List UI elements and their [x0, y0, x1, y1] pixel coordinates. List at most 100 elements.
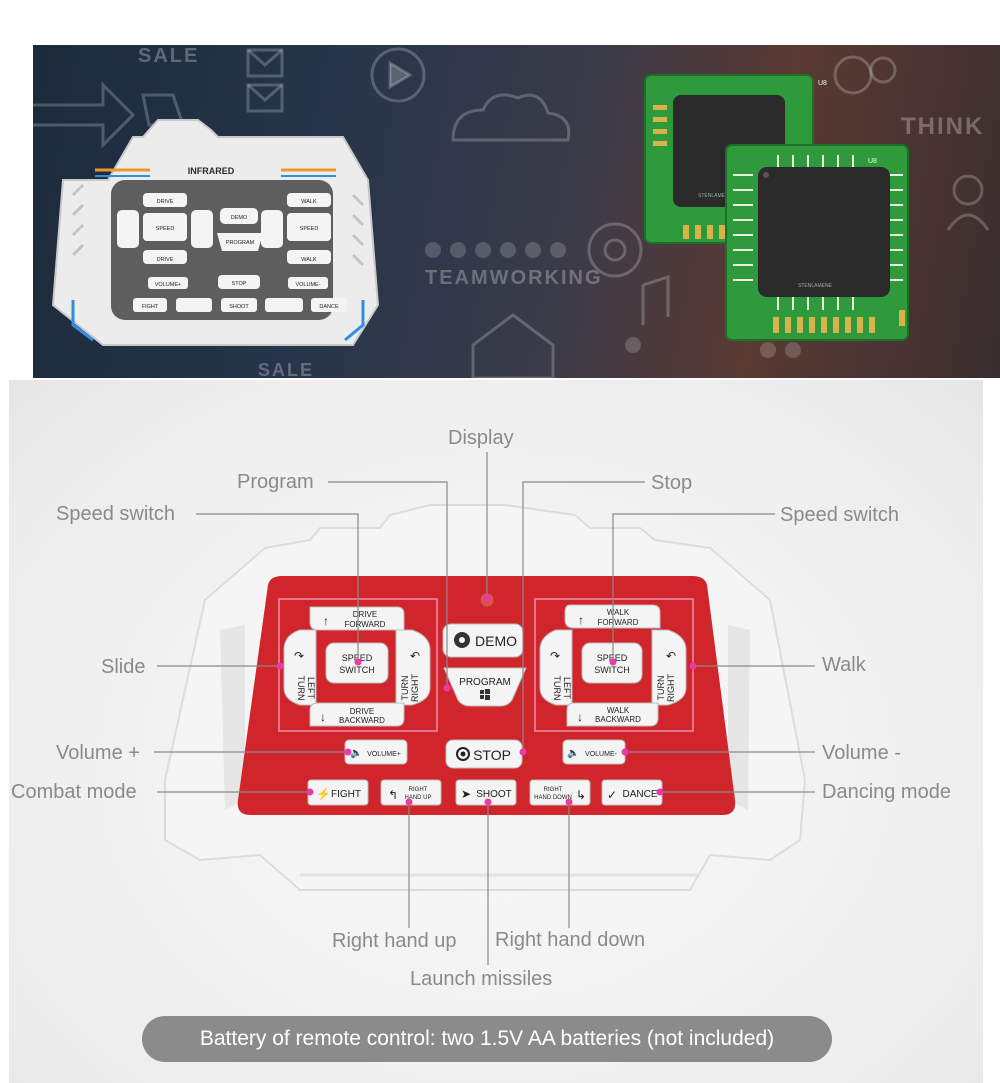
svg-text:↑: ↑	[323, 614, 329, 628]
callout-dots	[276, 594, 697, 806]
label-volume-plus: Volume +	[56, 742, 140, 764]
gear-icon	[833, 55, 873, 95]
chip-code: STENLAMENE	[698, 193, 733, 199]
chip-mark: U8	[868, 158, 877, 165]
svg-text:↑: ↑	[578, 613, 584, 627]
envelope-icon	[246, 48, 284, 78]
label-dancing-mode: Dancing mode	[822, 781, 951, 803]
demo-button[interactable]: DEMO	[442, 623, 524, 658]
label-right-hand-down: Right hand down	[495, 929, 646, 951]
svg-text:TURN: TURN	[400, 676, 410, 701]
svg-text:SPEED: SPEED	[597, 653, 628, 663]
svg-text:↶: ↶	[410, 649, 420, 663]
svg-text:DEMO: DEMO	[475, 633, 517, 649]
svg-text:SWITCH: SWITCH	[339, 665, 375, 675]
svg-text:PROGRAM: PROGRAM	[459, 677, 511, 688]
volume-minus-button[interactable]: 🔈 VOLUME-	[562, 739, 626, 765]
turn-left-walk-button[interactable]: ↷ TURN LEFT	[539, 629, 573, 706]
banner-ghost-word: SALE	[138, 45, 200, 67]
svg-text:RIGHT: RIGHT	[666, 674, 676, 703]
chip-code: STENLAMENE	[798, 283, 833, 289]
svg-text:PROGRAM: PROGRAM	[226, 240, 255, 246]
turn-right-walk-button[interactable]: ↶ TURN RIGHT	[651, 629, 687, 706]
pcb-board-front: U8 STENLAMENE	[725, 144, 909, 341]
label-stop: Stop	[651, 472, 693, 494]
svg-text:FIGHT: FIGHT	[331, 789, 361, 800]
svg-text:TURN: TURN	[656, 676, 666, 701]
program-button[interactable]: PROGRAM	[443, 667, 527, 707]
callout-lines	[154, 452, 815, 965]
svg-text:DRIVE: DRIVE	[353, 610, 377, 619]
svg-text:RIGHT: RIGHT	[410, 674, 420, 703]
envelope-icon	[246, 83, 284, 113]
stop-button[interactable]: STOP	[445, 739, 523, 769]
small-remote: INFRARED D	[51, 119, 380, 346]
svg-text:STOP: STOP	[473, 747, 511, 763]
lightning-icon: ⚡	[316, 787, 331, 801]
hand-up-icon: ↰	[388, 788, 398, 802]
svg-text:DEMO: DEMO	[231, 215, 248, 221]
label-launch-missiles: Launch missiles	[410, 968, 553, 990]
svg-text:↷: ↷	[294, 649, 304, 663]
svg-text:STOP: STOP	[232, 281, 247, 287]
turn-right-button[interactable]: ↶ TURN RIGHT	[395, 629, 431, 706]
svg-text:FORWARD: FORWARD	[598, 618, 639, 627]
battery-note: Battery of remote control: two 1.5V AA b…	[142, 1016, 832, 1062]
svg-text:SPEED: SPEED	[156, 226, 175, 232]
volume-plus-button[interactable]: 🔈 VOLUME+	[344, 739, 408, 765]
gear-icon	[587, 222, 643, 278]
label-right-hand-up: Right hand up	[332, 930, 457, 952]
drive-backward-button[interactable]: ↓ DRIVE BACKWARD	[309, 702, 405, 727]
speaker-icon: 🔈	[350, 748, 362, 759]
svg-text:↶: ↶	[666, 649, 676, 663]
speaker-icon: 🔈	[567, 748, 579, 759]
shoot-button[interactable]: ➤ SHOOT	[455, 779, 517, 806]
svg-text:RIGHT: RIGHT	[544, 787, 563, 793]
person-icon	[952, 174, 984, 206]
svg-text:HAND DOWN: HAND DOWN	[534, 795, 572, 801]
svg-text:HAND UP: HAND UP	[404, 795, 431, 801]
turn-left-button[interactable]: ↷ TURN LEFT	[283, 629, 317, 706]
svg-text:WALK: WALK	[607, 608, 630, 617]
drive-forward-button[interactable]: ↑ DRIVE FORWARD	[309, 606, 405, 631]
svg-text:WALK: WALK	[301, 199, 317, 205]
svg-text:TURN: TURN	[296, 676, 306, 701]
fight-button[interactable]: ⚡ FIGHT	[307, 779, 369, 806]
banner-art: U8 STENLAMENE U8 STENLAMENE	[33, 47, 990, 378]
chip-mark: U8	[818, 80, 827, 87]
label-speed-switch-left: Speed switch	[56, 503, 175, 525]
label-speed-switch-right: Speed switch	[780, 504, 899, 526]
svg-text:↓: ↓	[577, 710, 583, 724]
svg-text:VOLUME+: VOLUME+	[155, 282, 181, 288]
svg-text:DRIVE: DRIVE	[350, 707, 374, 716]
banner-ghost-word: THINK	[901, 113, 985, 140]
label-volume-minus: Volume -	[822, 742, 901, 764]
label-display: Display	[448, 427, 514, 449]
walk-backward-button[interactable]: ↓ WALK BACKWARD	[566, 702, 659, 727]
dance-button[interactable]: ✓ DANCE	[601, 779, 663, 806]
house-icon	[471, 313, 555, 378]
missile-icon: ➤	[461, 787, 471, 801]
arrow-icon	[33, 81, 136, 149]
label-program: Program	[237, 471, 314, 493]
svg-text:LEFT: LEFT	[306, 677, 316, 700]
svg-text:BACKWARD: BACKWARD	[339, 716, 385, 725]
windows-icon	[480, 689, 490, 700]
right-hand-up-button[interactable]: ↰ RIGHT HAND UP	[380, 779, 442, 806]
svg-text:TURN: TURN	[552, 676, 562, 701]
svg-text:DRIVE: DRIVE	[157, 257, 174, 263]
music-icon	[641, 274, 670, 325]
label-combat-mode: Combat mode	[11, 781, 137, 803]
small-remote-header: INFRARED	[188, 166, 235, 176]
svg-text:DANCE: DANCE	[319, 304, 339, 310]
svg-text:SPEED: SPEED	[342, 653, 373, 663]
right-hand-down-button[interactable]: RIGHT HAND DOWN ↳	[529, 779, 591, 806]
banner-ghost-word: SALE	[258, 360, 315, 378]
svg-text:SHOOT: SHOOT	[476, 789, 512, 800]
svg-text:DRIVE: DRIVE	[157, 199, 174, 205]
svg-text:WALK: WALK	[301, 257, 317, 263]
product-banner: SALE THINK TEAMWORKING SALE	[33, 45, 1000, 378]
hand-down-icon: ↳	[576, 788, 586, 802]
svg-text:VOLUME+: VOLUME+	[367, 751, 401, 758]
